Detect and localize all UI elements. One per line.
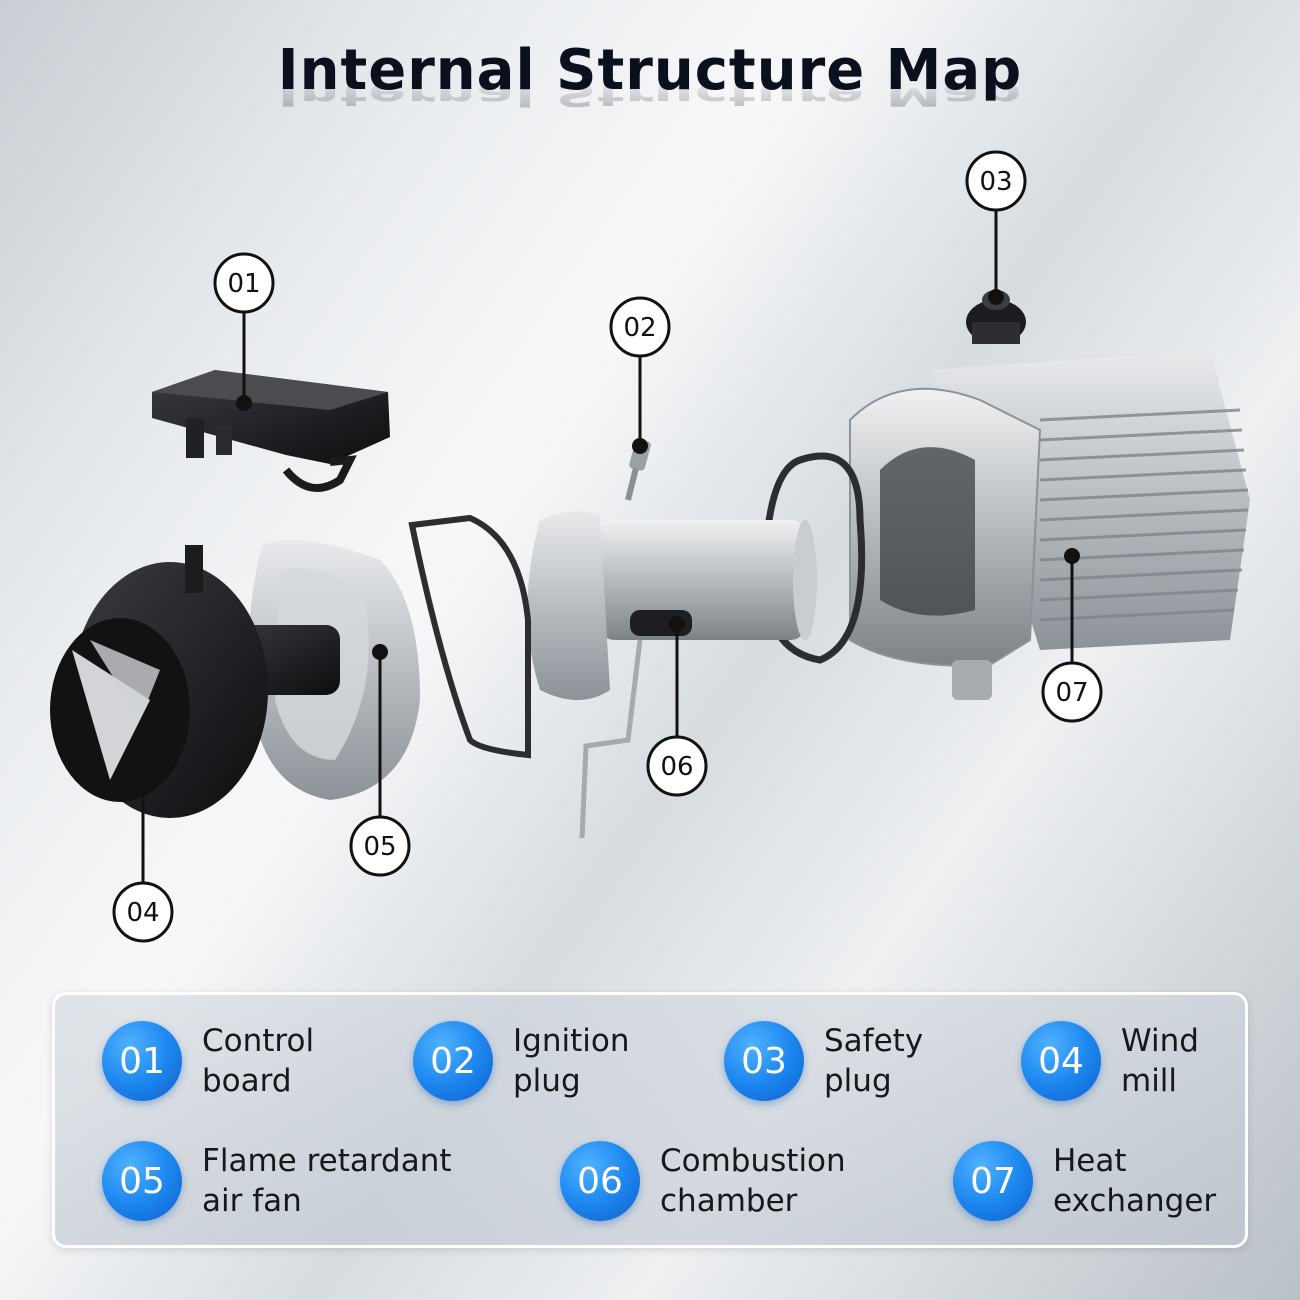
callout-07-label: 07: [1055, 678, 1088, 708]
legend-label-06-line2: chamber: [660, 1183, 798, 1219]
legend-label-05-line1: Flame retardant: [202, 1143, 452, 1179]
legend-badge-02: 02: [413, 1021, 493, 1101]
legend-label-04-line2: mill: [1121, 1063, 1178, 1099]
callout-01-label: 01: [227, 269, 260, 299]
legend-label-02-line2: plug: [513, 1063, 581, 1099]
callout-06: 06: [646, 735, 708, 797]
callout-02: 02: [609, 296, 671, 358]
legend-label-07: Heat exchanger: [1053, 1141, 1216, 1221]
legend-panel: 01 Control board 02 Ignition plug 03 Saf…: [52, 992, 1248, 1248]
combustion-chamber-part: [527, 511, 817, 839]
legend-item-07: 07 Heat exchanger: [953, 1141, 1216, 1221]
legend-label-01-line2: board: [202, 1063, 292, 1099]
callout-07: 07: [1041, 661, 1103, 723]
legend-label-05: Flame retardant air fan: [202, 1141, 452, 1221]
callout-02-label: 02: [623, 313, 656, 343]
legend-label-07-line1: Heat: [1053, 1143, 1127, 1179]
safety-plug-part: [966, 290, 1026, 344]
legend-item-03: 03 Safety plug: [724, 1021, 923, 1101]
heat-exchanger-part: [849, 350, 1250, 700]
legend-label-04: Wind mill: [1121, 1021, 1199, 1101]
callout-05-label: 05: [363, 832, 396, 862]
callout-03-label: 03: [979, 167, 1012, 197]
legend-label-07-line2: exchanger: [1053, 1183, 1217, 1219]
callout-04-label: 04: [126, 898, 159, 928]
legend-label-03: Safety plug: [824, 1021, 923, 1101]
control-board-part: [152, 370, 390, 492]
legend-item-01: 01 Control board: [102, 1021, 314, 1101]
legend-label-01-line1: Control: [202, 1023, 315, 1059]
callout-05: 05: [349, 815, 411, 877]
legend-badge-06: 06: [560, 1141, 640, 1221]
legend-label-02-line1: Ignition: [513, 1023, 630, 1059]
legend-item-02: 02 Ignition plug: [413, 1021, 629, 1101]
legend-badge-03: 03: [724, 1021, 804, 1101]
legend-badge-05: 05: [102, 1141, 182, 1221]
callout-01: 01: [213, 252, 275, 314]
legend-label-03-line1: Safety: [824, 1023, 924, 1059]
callout-03: 03: [965, 150, 1027, 212]
legend-item-06: 06 Combustion chamber: [560, 1141, 846, 1221]
legend-badge-01: 01: [102, 1021, 182, 1101]
legend-label-01: Control board: [202, 1021, 314, 1101]
legend-label-03-line2: plug: [824, 1063, 892, 1099]
callout-04: 04: [112, 881, 174, 943]
legend-label-04-line1: Wind: [1121, 1023, 1199, 1059]
legend-item-04: 04 Wind mill: [1021, 1021, 1199, 1101]
callout-dots: [135, 289, 1080, 796]
legend-label-05-line2: air fan: [202, 1183, 302, 1219]
legend-item-05: 05 Flame retardant air fan: [102, 1141, 452, 1221]
legend-label-02: Ignition plug: [513, 1021, 629, 1101]
legend-badge-04: 04: [1021, 1021, 1101, 1101]
callout-lines: [141, 206, 1074, 887]
page-title: Internal Structure Map: [277, 38, 1023, 103]
wind-mill-part: [50, 545, 268, 818]
legend-badge-07: 07: [953, 1141, 1033, 1221]
callout-06-label: 06: [660, 752, 693, 782]
exploded-diagram: 01 02 03 04 05 06 07: [50, 150, 1250, 943]
gasket-middle: [408, 514, 531, 759]
legend-label-06-line1: Combustion: [660, 1143, 846, 1179]
legend-label-06: Combustion chamber: [660, 1141, 846, 1221]
